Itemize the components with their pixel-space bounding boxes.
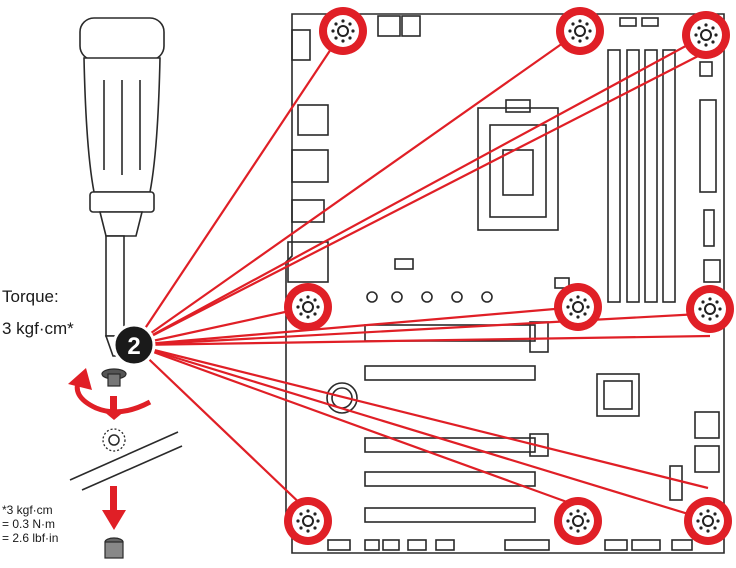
note-line: = 0.3 N·m	[2, 517, 58, 531]
connection-lines	[134, 31, 710, 520]
screw-holes	[284, 7, 734, 545]
screwdriver-icon	[80, 18, 164, 356]
cpu-socket-center	[503, 150, 533, 195]
torque-title: Torque:	[2, 287, 59, 307]
screw-hole-icon	[554, 497, 602, 545]
standoff-icon	[105, 538, 123, 558]
screw-hole-icon	[319, 7, 367, 55]
m2-standoffs	[367, 292, 492, 302]
step-badge: 2	[114, 325, 154, 365]
header	[505, 540, 549, 550]
sata-connector	[695, 412, 719, 438]
torque-conversion-note: *3 kgf·cm = 0.3 N·m = 2.6 lbf·in	[2, 503, 58, 545]
io-block	[292, 150, 328, 182]
cpu-power-connector	[402, 16, 420, 36]
header	[365, 540, 379, 550]
down-arrow-icon	[102, 396, 126, 530]
io-block	[298, 105, 328, 135]
header	[670, 466, 682, 500]
screw-hole-icon	[686, 285, 734, 333]
screw-hole-icon	[684, 497, 732, 545]
sata-connector	[695, 446, 719, 472]
header	[672, 540, 692, 550]
pcie-slot	[365, 508, 535, 522]
header	[436, 540, 454, 550]
pcie-slot-lock	[530, 322, 548, 352]
screw-hole-icon	[284, 283, 332, 331]
dimm-slot	[663, 50, 675, 302]
header	[704, 260, 720, 282]
note-line: *3 kgf·cm	[2, 503, 58, 517]
fan-header	[642, 18, 658, 26]
fan-header	[395, 259, 413, 269]
note-line: = 2.6 lbf·in	[2, 531, 58, 545]
dimm-slot	[645, 50, 657, 302]
io-block	[292, 30, 310, 60]
torque-value: 3 kgf·cm*	[2, 319, 74, 339]
header	[408, 540, 426, 550]
pcie-slot	[365, 366, 535, 380]
pcie-slot	[365, 472, 535, 486]
io-block	[292, 200, 324, 222]
header	[605, 540, 627, 550]
header	[632, 540, 660, 550]
screw-hole-icon	[682, 11, 730, 59]
board-edge	[70, 432, 182, 490]
usb-header	[704, 210, 714, 246]
screw-hole-icon	[554, 283, 602, 331]
cpu-lever	[506, 100, 530, 112]
header	[383, 540, 399, 550]
screw-hole-icon	[556, 7, 604, 55]
chipset-inner	[604, 381, 632, 409]
fan-header	[620, 18, 636, 26]
header	[700, 62, 712, 76]
screw-icon	[102, 369, 126, 386]
screw-hole-icon	[284, 497, 332, 545]
motherboard	[286, 14, 724, 553]
target-hole-icon	[103, 429, 125, 451]
atx-power-connector	[700, 100, 716, 192]
cpu-power-connector	[378, 16, 400, 36]
header	[328, 540, 350, 550]
step-number: 2	[127, 333, 140, 360]
pcie-slot	[365, 438, 535, 452]
